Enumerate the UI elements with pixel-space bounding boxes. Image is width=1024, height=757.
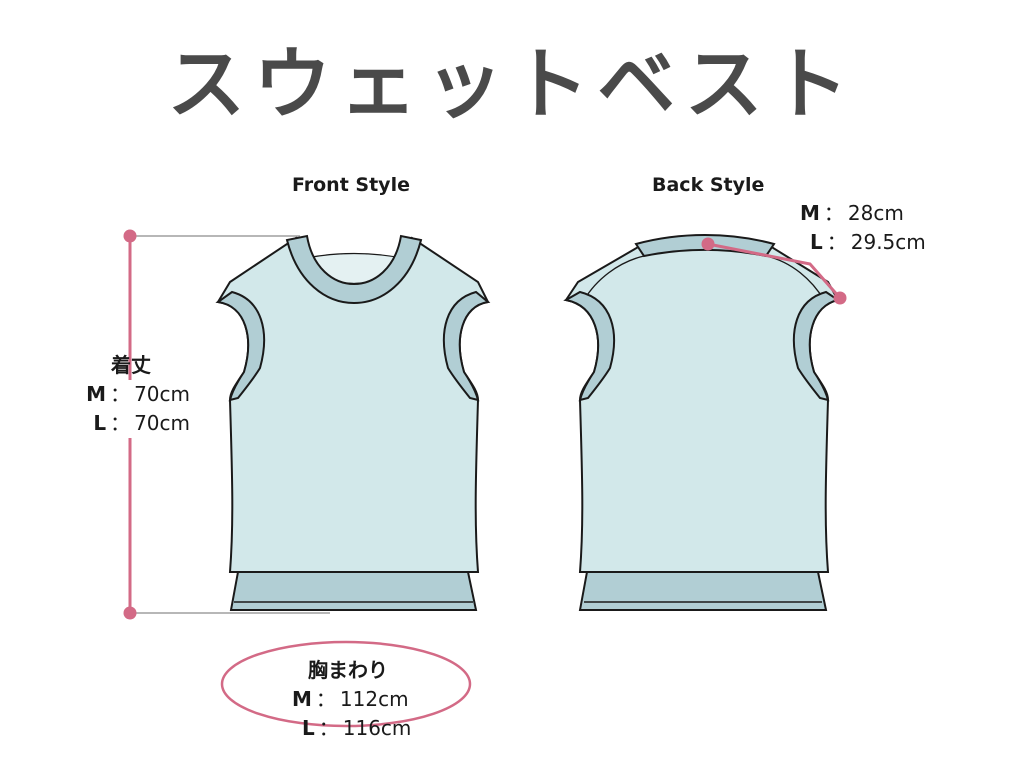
chest-label: 胸まわり: [308, 658, 388, 682]
shoulder-l-value: 29.5cm: [850, 230, 926, 254]
back-vest: [563, 234, 841, 611]
shoulder-start-dot: [701, 237, 715, 251]
length-l-value: 70cm: [134, 411, 190, 435]
shoulder-measurement: M：28cm L：29.5cm: [800, 199, 935, 257]
front-neck-rib: [285, 234, 423, 304]
chest-ellipse: [220, 640, 472, 728]
shoulder-m-separator: ：: [823, 201, 844, 225]
shoulder-m-size: M: [800, 201, 820, 225]
shoulder-l-separator: ：: [826, 230, 847, 254]
length-bottom-dot: [123, 606, 137, 620]
back-style-label: Back Style: [652, 174, 765, 196]
front-vest: [215, 234, 491, 611]
length-label: 着丈: [111, 353, 151, 377]
chest-m-size: M: [292, 687, 312, 711]
length-l-separator: ：: [110, 411, 131, 435]
length-l-size: L: [93, 411, 107, 435]
length-top-dot: [123, 229, 137, 243]
back-body: [564, 237, 840, 573]
chest-m-value: 112cm: [339, 687, 409, 711]
back-left-armhole-rib: [563, 290, 616, 402]
chest-l-value: 116cm: [342, 716, 412, 740]
shoulder-end-dot: [833, 291, 847, 305]
chest-l-separator: ：: [318, 716, 339, 740]
front-left-armhole-rib: [215, 290, 266, 402]
shoulder-m-value: 28cm: [847, 201, 904, 225]
front-hem-rib: [229, 571, 478, 611]
length-m-value: 70cm: [134, 382, 190, 406]
page-title: スウェットベスト: [167, 40, 857, 130]
length-measurement: 着丈 M：70cm L：70cm: [72, 351, 190, 438]
chest-m-separator: ：: [315, 687, 336, 711]
back-right-armhole-rib: [792, 290, 841, 402]
chest-l-size: L: [302, 716, 315, 740]
back-hem-rib: [578, 571, 828, 611]
shoulder-l-size: L: [810, 230, 823, 254]
shoulder-line: [707, 242, 842, 299]
chest-measurement: 胸まわり M：112cm L：116cm: [282, 656, 422, 743]
front-style-label: Front Style: [292, 174, 410, 196]
length-m-separator: ：: [110, 382, 131, 406]
front-right-armhole-rib: [442, 290, 491, 402]
length-m-size: M: [86, 382, 107, 406]
